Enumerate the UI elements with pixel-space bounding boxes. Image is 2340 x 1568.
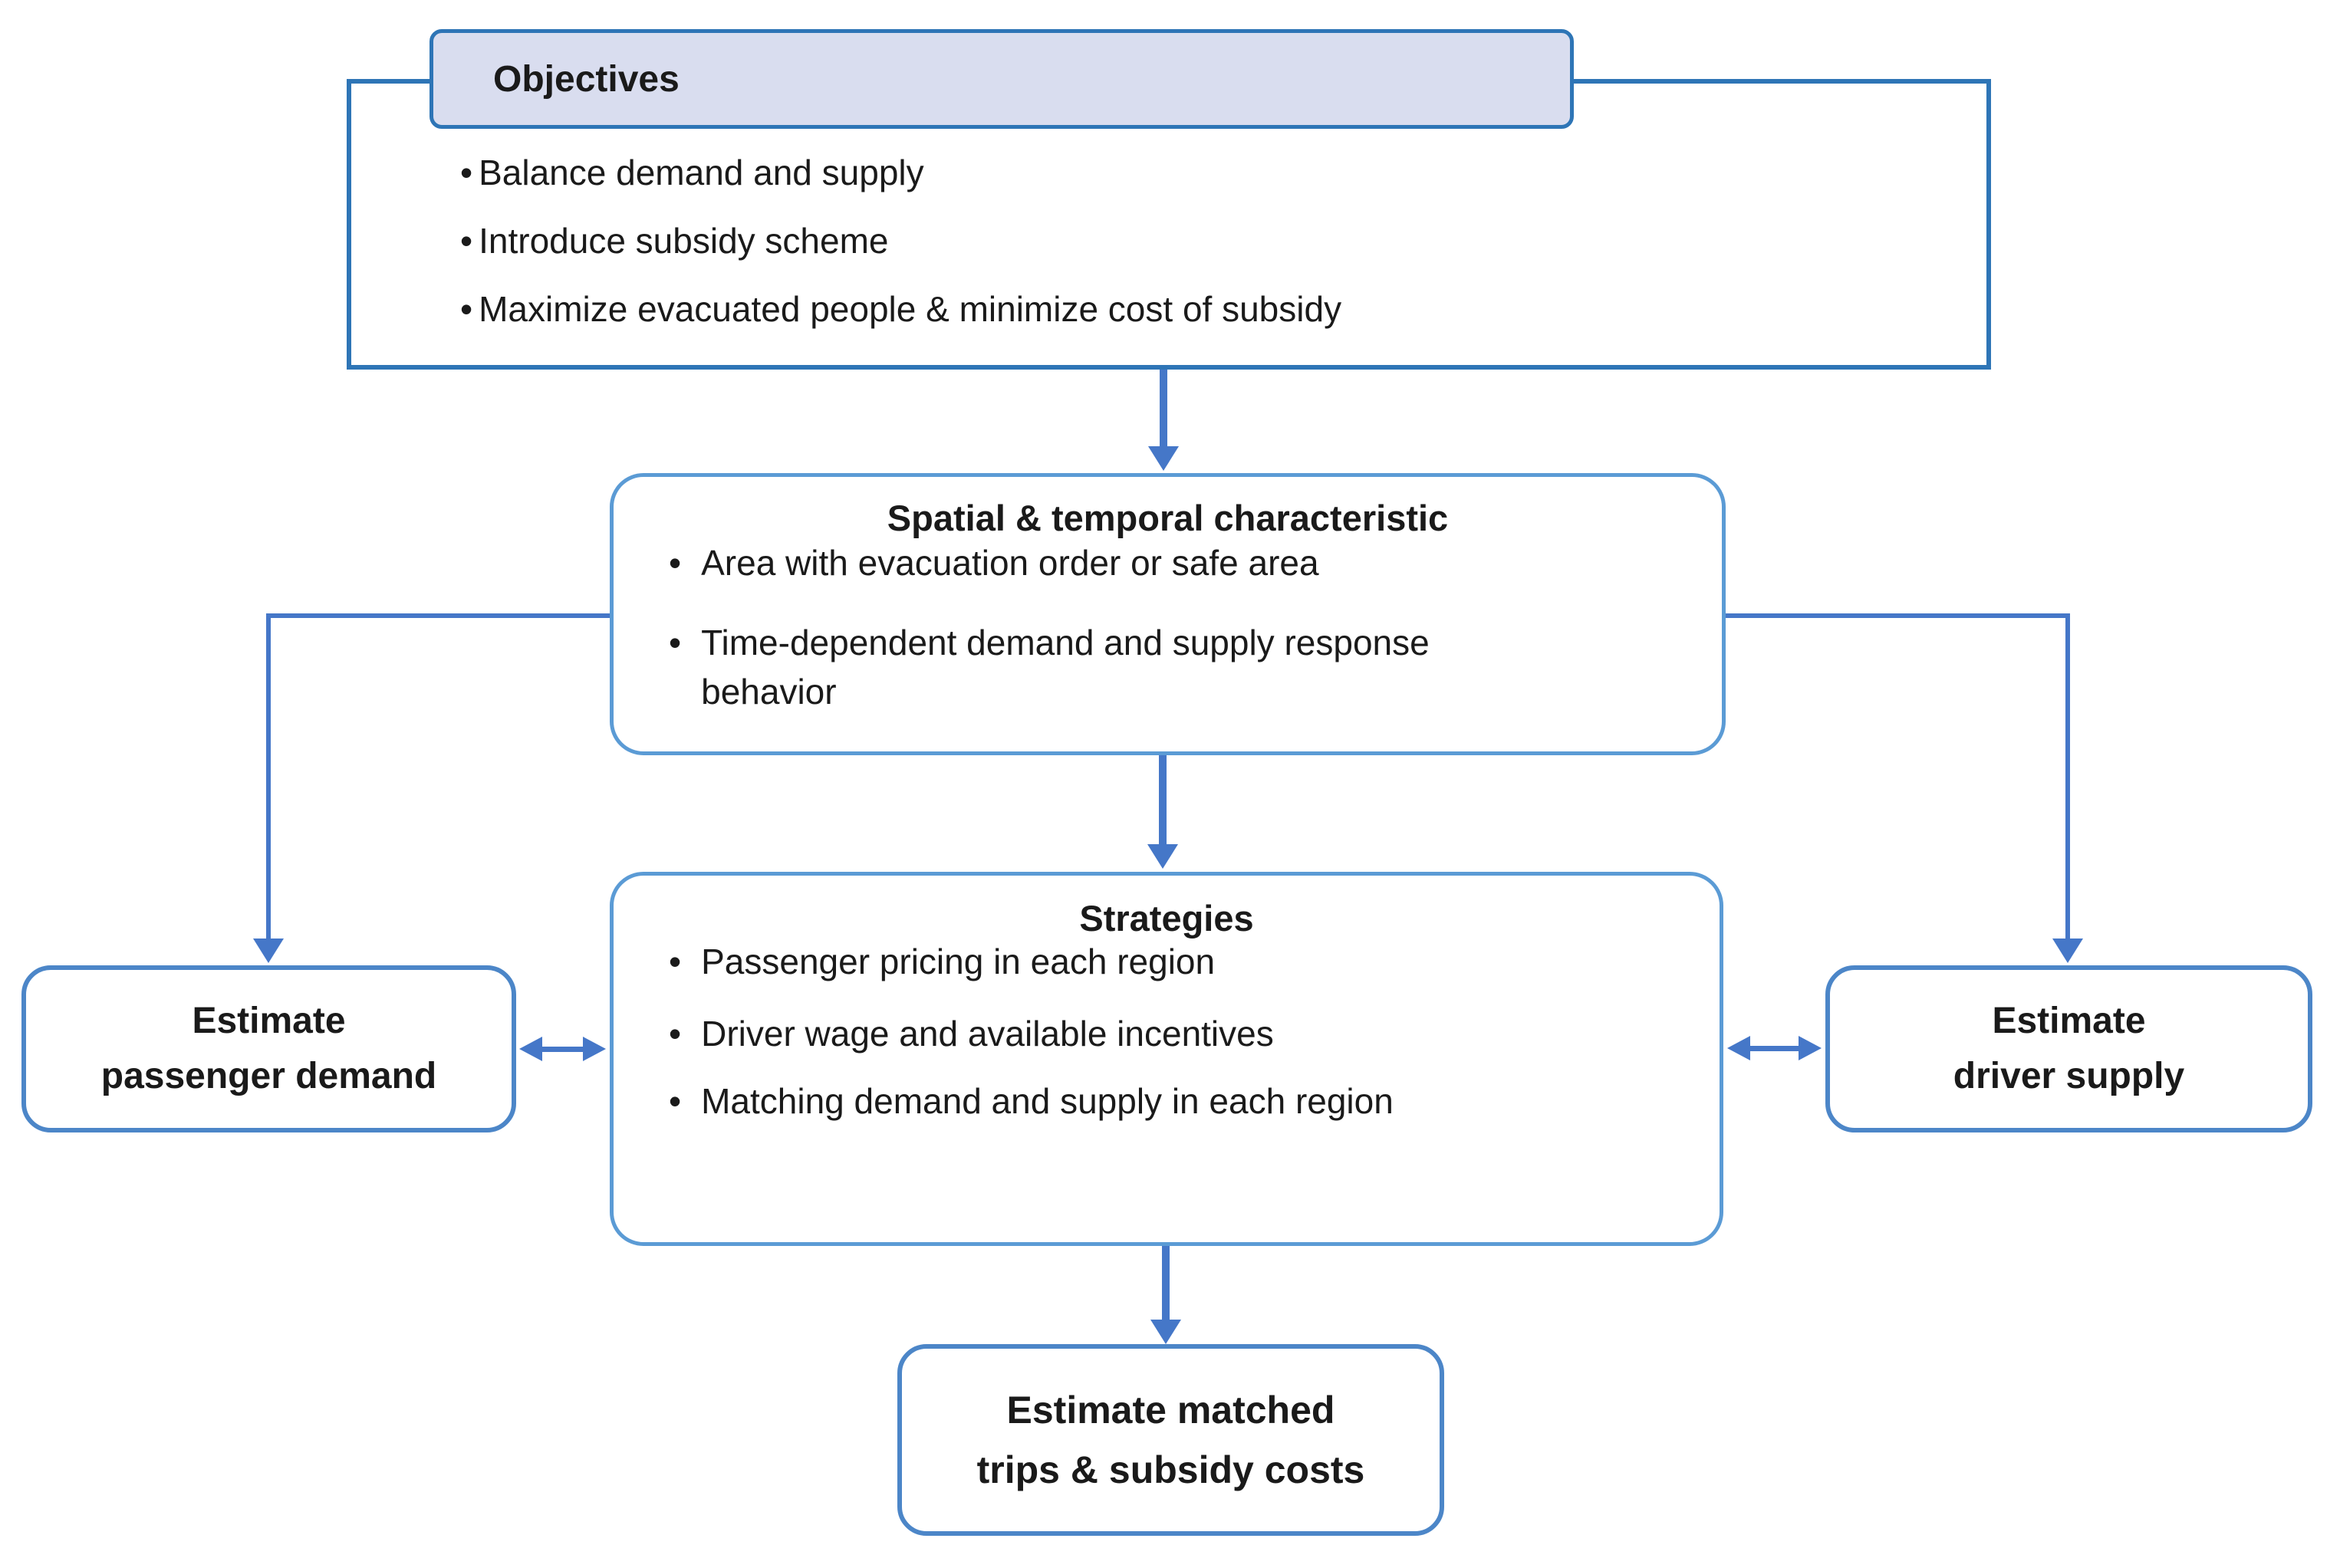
arrowhead-down-icon	[1148, 446, 1179, 471]
estimate-driver-supply-box: Estimate driver supply	[1825, 965, 2312, 1132]
arrow-strategies-to-matched	[1162, 1246, 1170, 1320]
estimate-matched-trips-label: Estimate matched trips & subsidy costs	[976, 1389, 1365, 1491]
estimate-passenger-demand-box: Estimate passenger demand	[21, 965, 516, 1132]
objectives-header-box: Objectives	[429, 29, 1574, 129]
estimate-driver-supply-label: Estimate driver supply	[1953, 1001, 2185, 1096]
arrow-objectives-to-spatial	[1160, 370, 1167, 446]
spatial-temporal-box: Spatial & temporal characteristic • Area…	[610, 473, 1726, 755]
objectives-bullet-item: • Maximize evacuated people & minimize c…	[460, 274, 1963, 343]
objectives-bullet-list: • Balance demand and supply • Introduce …	[460, 138, 1963, 343]
arrowhead-right-icon	[1799, 1036, 1822, 1060]
objectives-bullet-text: Introduce subsidy scheme	[479, 220, 889, 261]
double-arrow-passenger-strategies	[537, 1047, 589, 1052]
strategies-bullet-list: • Passenger pricing in each region • Dri…	[669, 938, 1697, 1124]
spatial-bullet-text: Time-dependent demand and supply respons…	[701, 623, 1430, 712]
objectives-bullet-text: Balance demand and supply	[479, 152, 924, 192]
connector-spatial-to-passenger-vertical	[266, 613, 271, 938]
double-arrow-strategies-driver	[1745, 1046, 1803, 1051]
bullet-icon: •	[669, 623, 682, 662]
arrowhead-down-icon	[253, 938, 284, 963]
bullet-icon: •	[460, 288, 473, 329]
objectives-title: Objectives	[493, 58, 680, 100]
connector-spatial-to-driver-horizontal	[1726, 613, 2068, 618]
strategies-title: Strategies	[1079, 898, 1254, 938]
connector-spatial-to-passenger-horizontal	[268, 613, 610, 618]
bullet-icon: •	[669, 543, 682, 583]
strategies-box: Strategies • Passenger pricing in each r…	[610, 872, 1723, 1246]
arrowhead-down-icon	[1150, 1320, 1181, 1344]
spatial-bullet-text: Area with evacuation order or safe area	[701, 543, 1319, 583]
arrowhead-down-icon	[2052, 938, 2083, 963]
spatial-bullet-item: • Area with evacuation order or safe are…	[669, 538, 1699, 587]
spatial-bullet-list: • Area with evacuation order or safe are…	[669, 538, 1699, 716]
estimate-matched-trips-box: Estimate matched trips & subsidy costs	[897, 1344, 1444, 1536]
bullet-icon: •	[669, 1014, 682, 1054]
objectives-bullet-text: Maximize evacuated people & minimize cos…	[479, 288, 1342, 329]
arrowhead-down-icon	[1147, 844, 1178, 869]
strategies-bullet-item: • Driver wage and available incentives	[669, 1011, 1697, 1057]
spatial-temporal-title: Spatial & temporal characteristic	[887, 498, 1449, 538]
bullet-icon: •	[460, 152, 473, 192]
bullet-icon: •	[669, 942, 682, 981]
strategies-bullet-item: • Passenger pricing in each region	[669, 938, 1697, 985]
spatial-bullet-item: • Time-dependent demand and supply respo…	[669, 618, 1699, 716]
objectives-bullet-item: • Introduce subsidy scheme	[460, 206, 1963, 274]
objectives-bullet-item: • Balance demand and supply	[460, 138, 1963, 206]
arrow-spatial-to-strategies	[1159, 755, 1167, 844]
arrowhead-right-icon	[583, 1037, 606, 1061]
strategies-bullet-item: • Matching demand and supply in each reg…	[669, 1078, 1697, 1124]
connector-spatial-to-driver-vertical	[2065, 613, 2070, 938]
estimate-passenger-demand-label: Estimate passenger demand	[100, 1001, 437, 1096]
bullet-icon: •	[460, 220, 473, 261]
strategies-bullet-text: Driver wage and available incentives	[701, 1014, 1274, 1054]
strategies-bullet-text: Matching demand and supply in each regio…	[701, 1081, 1394, 1121]
bullet-icon: •	[669, 1081, 682, 1121]
strategies-bullet-text: Passenger pricing in each region	[701, 942, 1216, 981]
